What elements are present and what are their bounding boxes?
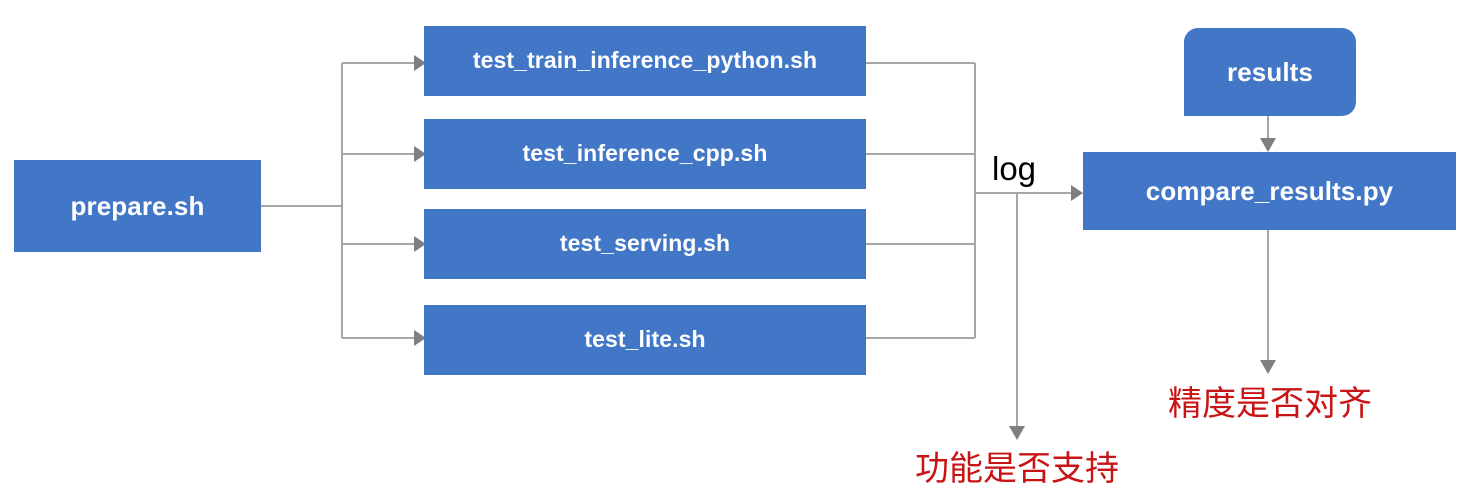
node-compare-results-py[interactable]: compare_results.py — [1083, 152, 1456, 230]
arrowhead-compare-in — [1071, 185, 1083, 201]
note-function-supported: 功能是否支持 — [915, 450, 1119, 488]
node-test-serving-sh[interactable]: test_serving.sh — [424, 209, 866, 279]
edge-label-log: log — [992, 150, 1037, 187]
arrowhead-results-to-compare — [1260, 138, 1276, 152]
arrowhead-function-note — [1009, 426, 1025, 440]
node-results[interactable]: results — [1184, 28, 1356, 116]
node-test-train-inference-python-sh[interactable]: test_train_inference_python.sh — [424, 26, 866, 96]
arrowhead-precision-note — [1260, 360, 1276, 374]
node-test-lite-sh[interactable]: test_lite.sh — [424, 305, 866, 375]
node-test-inference-cpp-sh[interactable]: test_inference_cpp.sh — [424, 119, 866, 189]
note-precision-aligned: 精度是否对齐 — [1168, 385, 1372, 423]
node-prepare-sh[interactable]: prepare.sh — [14, 160, 261, 252]
